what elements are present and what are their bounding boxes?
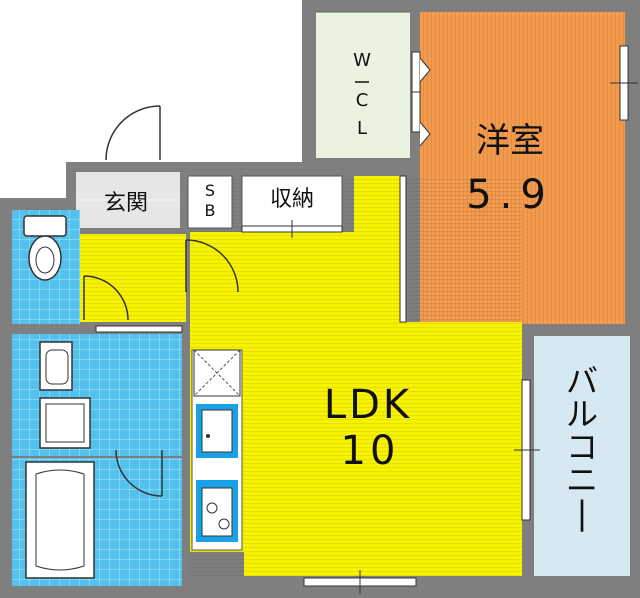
wic-line1: W	[353, 50, 371, 71]
entrance-name: 玄関	[104, 191, 148, 216]
washbasin-icon	[39, 341, 73, 391]
entrance-label: 玄関	[104, 191, 148, 216]
ldk-name: LDK	[324, 382, 412, 428]
walk-in-closet	[316, 11, 410, 158]
wic-line2: C	[356, 90, 369, 111]
ldk-label: LDK 10	[324, 382, 412, 474]
gas-stove-icon	[196, 480, 238, 542]
storage-name: 収納	[270, 187, 314, 212]
wic-label: W C L	[353, 50, 371, 139]
western-room-size: 5.9	[466, 172, 554, 218]
shoe-box-line1: S	[205, 181, 215, 200]
ldk-room	[76, 176, 522, 576]
washroom	[12, 334, 182, 456]
western-room-label: 洋室 5.9	[466, 121, 554, 218]
shoe-box	[187, 175, 233, 229]
window-icon	[95, 45, 638, 594]
shoe-box-line2: B	[205, 201, 216, 220]
washing-machine-icon	[39, 397, 91, 449]
shoe-box-label: S B	[205, 181, 216, 220]
ldk-size: 10	[341, 428, 400, 474]
storage-label: 収納	[270, 187, 314, 212]
sliding-door	[411, 51, 431, 147]
toilet-icon	[23, 215, 67, 281]
balcony-label: バルコニ|	[566, 362, 598, 532]
balcony	[534, 336, 630, 576]
storage-closet	[241, 175, 343, 229]
entrance	[76, 172, 180, 228]
door-swing-icon	[83, 105, 239, 497]
kitchen-sink-icon	[196, 404, 238, 458]
bathtub-icon	[25, 461, 95, 579]
western-room-name: 洋室	[476, 121, 544, 161]
balcony-name: バルコニ|	[566, 362, 598, 532]
fridge-icon	[193, 349, 241, 397]
wic-line3: L	[357, 118, 367, 139]
